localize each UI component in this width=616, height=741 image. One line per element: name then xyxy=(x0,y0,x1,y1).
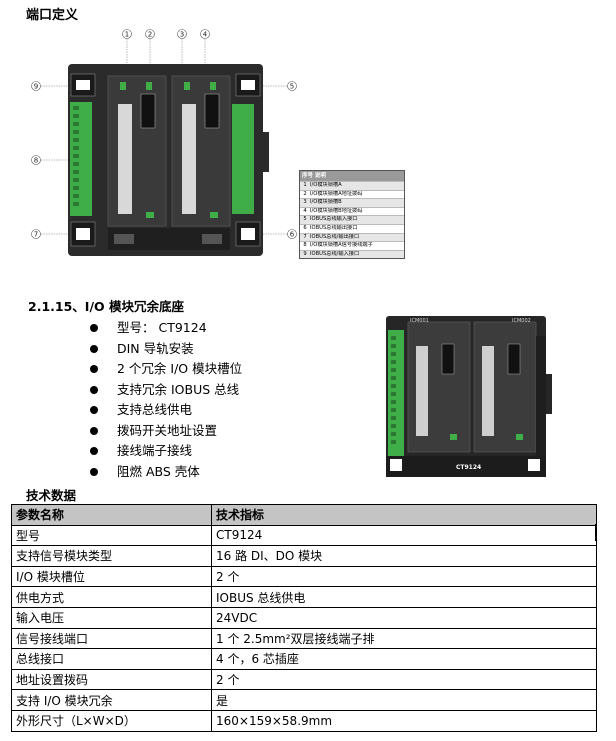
list-item: 拨码开关地址设置 xyxy=(90,421,242,442)
slot-b-label: ICM002 xyxy=(512,318,531,324)
list-item: DIN 导轨安装 xyxy=(90,339,242,360)
list-item: 支持总线供电 xyxy=(90,400,242,421)
base-port-diagram: 1 2 3 4 5 6 7 8 9 xyxy=(31,29,297,256)
callout-6: 6 xyxy=(290,231,295,239)
column-header-param: 参数名称 xyxy=(11,504,212,526)
table-row: 外形尺寸（L×W×D）160×159×58.9mm xyxy=(11,709,597,732)
section-title: 端口定义 xyxy=(26,8,79,23)
terminal-strip xyxy=(70,102,92,216)
subsection-title: 2.1.15、I/O 模块冗余底座 xyxy=(28,299,184,314)
list-item: 接线端子接线 xyxy=(90,441,242,462)
list-item: 型号： CT9124 xyxy=(90,318,242,339)
callout-3: 3 xyxy=(180,31,184,39)
slot-a-label: ICM001 xyxy=(410,318,429,324)
table-row: 支持 I/O 模块冗余是 xyxy=(11,689,597,711)
callout-4: 4 xyxy=(203,31,208,39)
callout-2: 2 xyxy=(148,31,152,39)
bullet-icon xyxy=(90,447,98,456)
bullet-icon xyxy=(90,344,98,353)
bullet-icon xyxy=(90,406,98,415)
bullet-icon xyxy=(90,385,98,394)
bullet-icon xyxy=(90,467,98,476)
list-item: 支持冗余 IOBUS 总线 xyxy=(90,380,242,401)
list-item: 阻燃 ABS 壳体 xyxy=(90,462,242,483)
bullet-icon xyxy=(90,365,98,374)
callout-1: 1 xyxy=(125,31,129,39)
callout-5: 5 xyxy=(290,83,294,91)
table-header-row: 参数名称 技术指标 xyxy=(11,504,597,526)
callout-9: 9 xyxy=(34,83,38,91)
column-header-spec: 技术指标 xyxy=(211,504,597,526)
callout-markers: 1 2 3 4 5 6 7 8 9 xyxy=(31,29,297,239)
side-panel xyxy=(232,104,254,214)
bullet-icon xyxy=(90,324,98,333)
feature-list: 型号： CT9124 DIN 导轨安装 2 个冗余 I/O 模块槽位 支持冗余 … xyxy=(90,318,242,482)
callout-7: 7 xyxy=(34,231,38,239)
module-slot-b xyxy=(171,75,231,227)
corner-connectors xyxy=(70,73,261,247)
table-edge-mark xyxy=(595,524,597,541)
list-item: 2 个冗余 I/O 模块槽位 xyxy=(90,359,242,380)
tech-data-title: 技术数据 xyxy=(26,488,77,503)
legend-header: 序号 说明 xyxy=(300,171,404,181)
model-label: CT9124 xyxy=(456,464,481,471)
callout-8: 8 xyxy=(34,157,38,165)
bullet-icon xyxy=(90,426,98,435)
product-photo: ICM001 ICM002 CT9124 xyxy=(386,316,552,477)
module-slot-a xyxy=(107,75,167,227)
